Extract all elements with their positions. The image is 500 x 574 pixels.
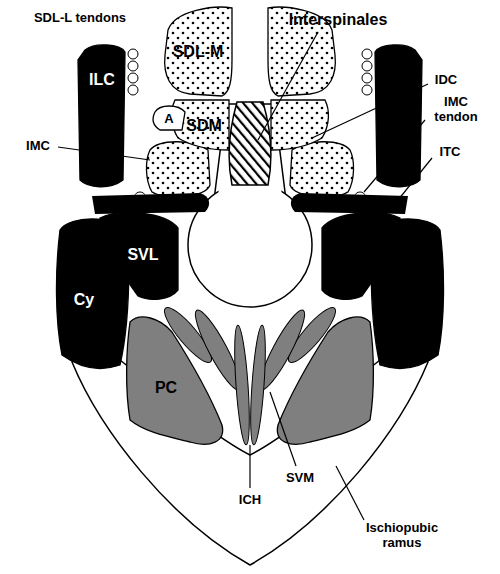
part-name: SVL (127, 246, 158, 264)
part-name: A (164, 112, 173, 126)
mirror-shape (271, 100, 328, 150)
mirror-shape (375, 45, 422, 187)
muscle-region: PC (124, 310, 230, 450)
muscle-region: ILC (76, 40, 130, 190)
muscle-region: Cy (52, 212, 132, 374)
part-label: IMC tendon (424, 95, 488, 125)
mirror-shape (371, 219, 443, 368)
part-label: ICH (239, 493, 261, 508)
mirror-shape (277, 317, 373, 444)
part-label: SDL-L tendons (34, 11, 126, 26)
part-label: IMC (26, 139, 50, 154)
shape-outline (76, 40, 130, 190)
part-name: SDL-M (173, 43, 224, 61)
part-label: Ischiopubic ramus (354, 521, 450, 551)
part-label: Interspinales (289, 11, 388, 29)
part-label: ITC (440, 145, 461, 160)
structure-region: A (150, 102, 190, 134)
part-label: IDC (435, 73, 457, 88)
part-name: Cy (74, 291, 94, 309)
part-label: SVM (286, 471, 314, 486)
muscle-region: SDL-M (160, 3, 250, 100)
part-name: PC (155, 379, 177, 397)
part-name: ILC (89, 71, 115, 89)
part-name: SDM (186, 117, 222, 135)
